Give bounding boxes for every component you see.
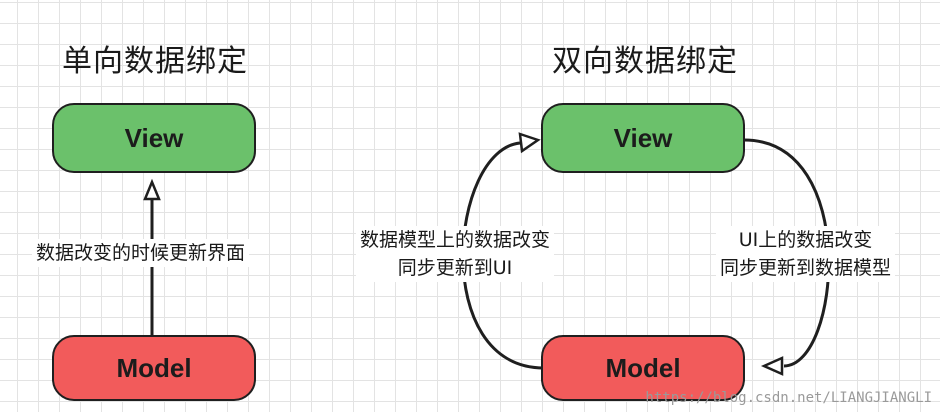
right-title: 双向数据绑定 <box>552 44 738 79</box>
right-model-node: Model <box>541 335 745 401</box>
right-view-node: View <box>541 103 745 173</box>
left-title: 单向数据绑定 <box>62 44 248 79</box>
left-arrow-head <box>143 178 161 201</box>
left-arrow-label: 数据改变的时候更新界面 <box>32 239 250 267</box>
right-right-arrow-label: UI上的数据改变 同步更新到数据模型 <box>716 226 896 282</box>
right-left-arrow-label: 数据模型上的数据改变 同步更新到UI <box>356 226 555 282</box>
left-model-node: Model <box>52 335 256 401</box>
right-right-arrow-head <box>760 356 784 376</box>
right-right-arrow-label-line1: UI上的数据改变 <box>738 229 873 251</box>
right-left-arrow-head <box>518 132 541 154</box>
right-left-arrow-label-line1: 数据模型上的数据改变 <box>360 229 551 251</box>
left-view-node: View <box>52 103 256 173</box>
right-left-arrow-label-line2: 同步更新到UI <box>397 257 513 279</box>
right-right-arrow-label-line2: 同步更新到数据模型 <box>720 257 892 279</box>
watermark: https://blog.csdn.net/LIANGJIANGLI <box>645 390 932 406</box>
